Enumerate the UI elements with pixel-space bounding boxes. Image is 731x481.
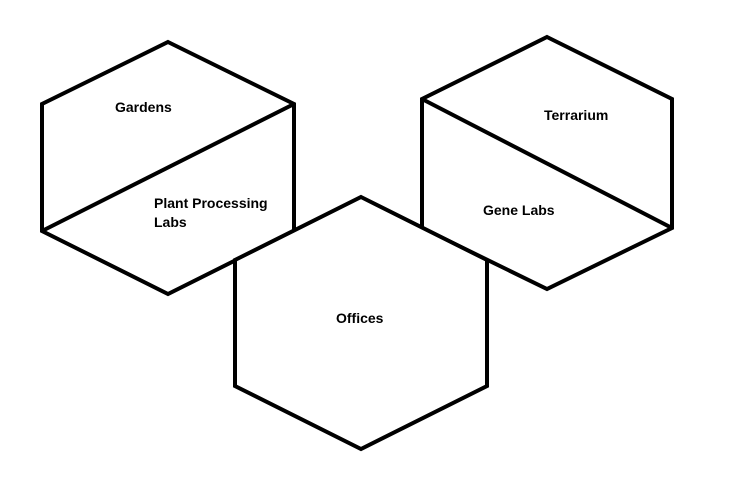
label-plant-processing-line2: Labs [154,214,187,230]
right-hexagon-divider [421,97,673,230]
label-offices: Offices [336,310,384,326]
label-gardens: Gardens [115,99,172,115]
bottom-hexagon [233,194,489,452]
label-terrarium: Terrarium [544,107,608,123]
label-plant-processing-line1: Plant Processing [154,195,268,211]
label-gene-labs: Gene Labs [483,202,555,218]
left-hexagon-divider [41,102,295,233]
